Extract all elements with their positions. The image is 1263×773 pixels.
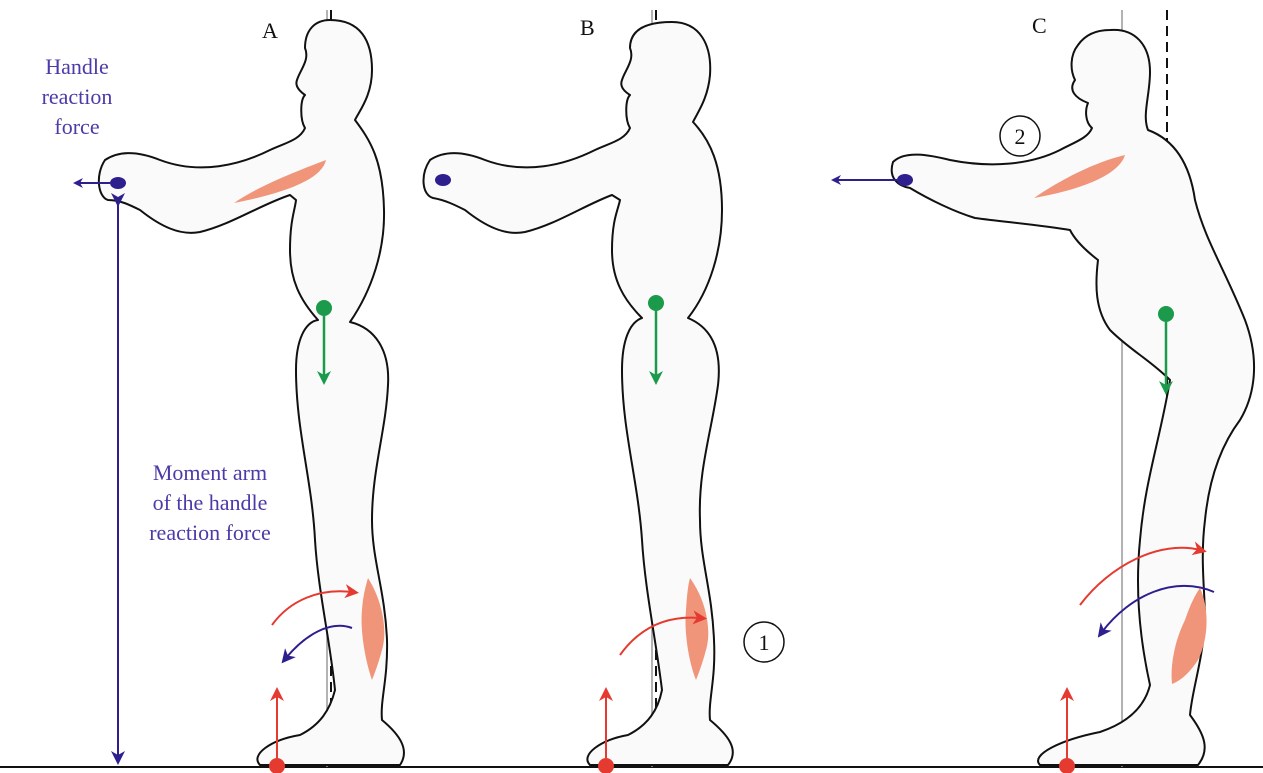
panel-a: A bbox=[76, 10, 404, 773]
handle-grip bbox=[897, 174, 913, 186]
center-of-mass-dot bbox=[1158, 306, 1174, 322]
marker-2-label: 2 bbox=[1015, 124, 1026, 149]
center-of-mass-dot bbox=[648, 295, 664, 311]
panel-label-c: C bbox=[1032, 13, 1047, 38]
handle-force-line-2: reaction bbox=[42, 84, 113, 109]
moment-arm-line-3: reaction force bbox=[149, 520, 271, 545]
moment-arm-line-2: of the handle bbox=[153, 490, 268, 515]
handle-force-annotation: Handle reaction force bbox=[42, 54, 113, 139]
handle-force-line-3: force bbox=[54, 114, 99, 139]
figure-body bbox=[99, 20, 404, 765]
handle-grip bbox=[110, 177, 126, 189]
panel-c: 2 C bbox=[834, 10, 1254, 773]
marker-1-label: 1 bbox=[759, 630, 770, 655]
panel-label-b: B bbox=[580, 15, 595, 40]
moment-arm-line-1: Moment arm bbox=[153, 460, 267, 485]
moment-arm-annotation: Moment arm of the handle reaction force bbox=[149, 460, 271, 545]
panel-b: 1 B bbox=[424, 10, 784, 773]
figure-body bbox=[424, 22, 733, 765]
center-of-mass-dot bbox=[316, 300, 332, 316]
handle-force-line-1: Handle bbox=[45, 54, 109, 79]
panel-label-a: A bbox=[262, 18, 278, 43]
handle-grip bbox=[435, 174, 451, 186]
